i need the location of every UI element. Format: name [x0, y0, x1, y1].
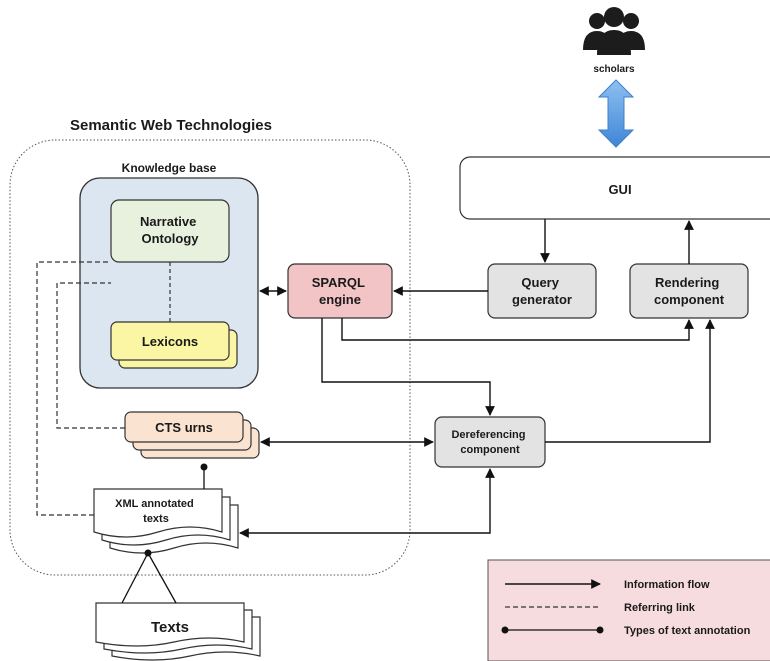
legend-text-annotation-sample [501, 626, 604, 634]
xml-line1: XML annotated [115, 498, 194, 510]
referring-link-xml [36, 261, 111, 516]
narrative-ontology-line2: Ontology [141, 231, 199, 246]
semantic-web-boundary [9, 139, 411, 576]
rendering-line1: Rendering [655, 275, 719, 290]
lexicons-stack [110, 321, 238, 369]
gui-label: GUI [608, 182, 631, 197]
knowledge-base-title: Knowledge base [122, 161, 217, 175]
rendering-component-box [629, 263, 749, 319]
query-generator-line2: generator [512, 292, 572, 307]
cts-urns-stack [124, 411, 260, 459]
sparql-line2: engine [319, 292, 361, 307]
rendering-line2: component [654, 292, 725, 307]
gui-box [459, 156, 770, 220]
dereferencing-line1: Dereferencing [451, 429, 525, 441]
legend-information-flow-label: Information flow [624, 579, 710, 591]
section-title: Semantic Web Technologies [70, 117, 272, 134]
xml-annotated-texts-label: XML annotated texts [115, 498, 197, 525]
dereferencing-rendering-arrow [545, 319, 715, 443]
sparql-engine-box [287, 263, 393, 319]
query-generator-line1: Query [521, 275, 559, 290]
dereferencing-component-label: Dereferencing component [451, 429, 528, 456]
scholars-label: scholars [593, 64, 635, 75]
narrative-ontology-label: Narrative Ontology [140, 214, 200, 246]
lexicons-label: Lexicons [142, 334, 198, 349]
dereferencing-line2: component [460, 444, 520, 456]
xml-dereferencing-arrow [239, 468, 495, 538]
query-generator-box [487, 263, 597, 319]
xml-line2: texts [143, 513, 169, 525]
referring-link-cts [56, 282, 125, 429]
dereferencing-component-box [434, 416, 546, 468]
texts-stack [95, 602, 261, 661]
xml-annotated-texts-stack [93, 488, 239, 554]
annotation-links-xml-texts [121, 549, 177, 604]
annotation-link-cts-xml [200, 463, 208, 489]
legend-box [487, 559, 770, 661]
query-generator-label: Query generator [512, 275, 572, 307]
scholars-double-arrow [597, 79, 635, 148]
cts-urns-label: CTS urns [155, 420, 213, 435]
texts-label: Texts [151, 619, 189, 636]
sparql-line1: SPARQL [312, 275, 365, 290]
rendering-component-label: Rendering component [654, 275, 725, 307]
sparql-engine-label: SPARQL engine [312, 275, 369, 307]
legend-text-annotation-label: Types of text annotation [624, 625, 751, 637]
sparql-rendering-arrow [341, 318, 694, 341]
narrative-ontology-line1: Narrative [140, 214, 196, 229]
legend-referring-link-label: Referring link [624, 602, 696, 614]
scholars-icon [583, 7, 645, 55]
sparql-dereferencing-arrow [321, 318, 495, 416]
